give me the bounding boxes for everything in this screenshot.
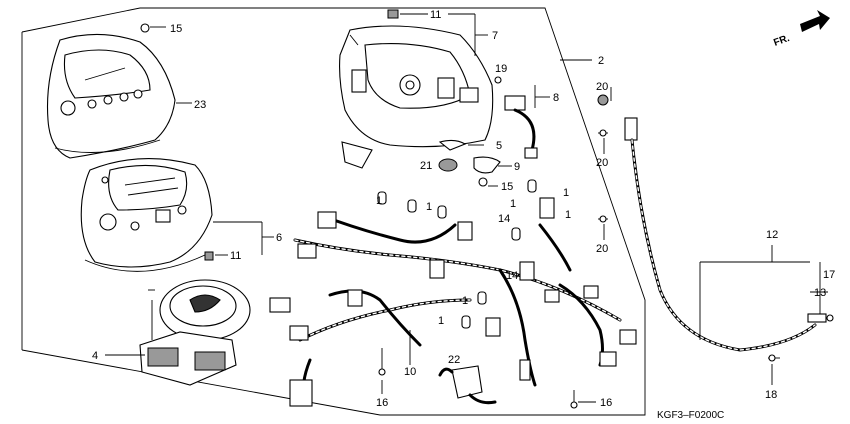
callout-16-right: 16: [600, 397, 612, 409]
screw-18: [768, 354, 780, 362]
grommet-11-bottom: [204, 251, 214, 261]
callout-7: 7: [492, 30, 498, 42]
leader-lines: [105, 13, 828, 403]
callout-14-top: 14: [498, 213, 510, 225]
callouts: 15 23 11 7 2 19 8 20 20 5 21 9 15 1 1 1 …: [92, 9, 835, 409]
callout-8: 8: [553, 92, 559, 104]
callout-1-lowA: 1: [462, 295, 468, 307]
screw-15-top: [140, 23, 150, 33]
part-4-speedometer-unit: [139, 279, 251, 386]
callout-1-leftB: 1: [426, 201, 432, 213]
callout-13: 13: [814, 287, 826, 299]
part-8-socket-assembly: [504, 95, 538, 159]
front-direction-label: FR.: [772, 33, 791, 49]
part-1-bulbs: [377, 179, 537, 329]
part-23-meter-cover: [46, 33, 176, 159]
part-10-wire-harness: [269, 197, 637, 407]
callout-20-bottom: 20: [596, 243, 608, 255]
screws: [140, 9, 780, 409]
bolt-20-mid: [598, 129, 608, 137]
callout-21: 21: [420, 160, 432, 172]
callout-4: 4: [92, 350, 98, 362]
screw-16-right: [570, 390, 578, 409]
bolt-20-bottom: [598, 215, 608, 223]
screw-16-left: [378, 348, 386, 376]
part-9-clamp: [473, 156, 501, 174]
callout-12: 12: [766, 229, 778, 241]
callout-1-mid: 1: [510, 198, 516, 210]
callout-1-leftA: 1: [376, 195, 382, 207]
callout-14-bottom: 14: [506, 270, 518, 282]
front-direction-indicator: FR.: [772, 10, 830, 49]
grommet-11-top: [387, 9, 399, 19]
callout-16-left: 16: [376, 397, 388, 409]
callout-1-right: 1: [563, 187, 569, 199]
callout-15-mid: 15: [501, 181, 513, 193]
front-arrow-icon: [800, 10, 830, 32]
callout-17: 17: [823, 269, 835, 281]
part-5-bolt: [438, 139, 467, 151]
callout-1-unused: 1: [565, 209, 571, 221]
diagram-code: KGF3–F0200C: [657, 410, 724, 421]
callout-6: 6: [276, 232, 282, 244]
part-12-speedometer-cable: [624, 117, 834, 352]
callout-5: 5: [496, 140, 502, 152]
callout-9: 9: [514, 161, 520, 173]
part-7-meter-lower-case: [339, 25, 494, 169]
callout-19: 19: [495, 63, 507, 75]
callout-11-bottom: 11: [230, 250, 241, 262]
callout-1-lowB: 1: [438, 315, 444, 327]
part-6-meter-case: [80, 158, 213, 272]
part-22-indicator-bracket: [438, 365, 497, 405]
callout-15-top: 15: [170, 23, 182, 35]
callout-23: 23: [194, 99, 206, 111]
callout-22: 22: [448, 354, 460, 366]
callout-20-top: 20: [596, 81, 608, 93]
screw-19: [494, 76, 502, 84]
washer-20-top: [597, 94, 609, 106]
assembly-boundary: [21, 7, 646, 416]
callout-2: 2: [598, 55, 604, 67]
part-21-grommet: [438, 158, 458, 172]
callout-18: 18: [765, 389, 777, 401]
callout-11-top: 11: [430, 9, 441, 21]
screw-15-mid: [478, 177, 488, 187]
callout-10: 10: [404, 366, 416, 378]
callout-20-mid: 20: [596, 157, 608, 169]
